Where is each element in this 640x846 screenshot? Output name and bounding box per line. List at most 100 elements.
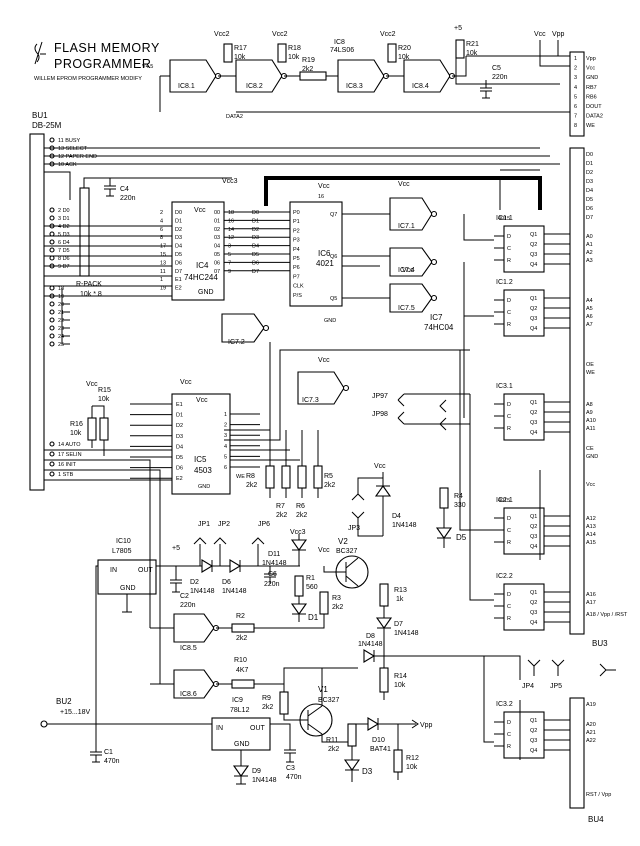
ic5-out-pin: 5 — [224, 454, 227, 460]
resistor — [387, 43, 397, 63]
data2-net-label: DATA2 — [226, 114, 243, 120]
bu3-pin-label: A15 — [586, 540, 596, 546]
bu3-top-pin-num: 7 — [574, 114, 577, 120]
bu1-pin — [49, 441, 55, 447]
bu1-pin — [49, 309, 55, 315]
bu1-pin-label: 21 — [58, 310, 64, 316]
ic4-out-num: 3 — [228, 244, 231, 250]
ic5-in-pin: D4 — [176, 444, 183, 450]
ic4-in-pin: D0 — [175, 210, 182, 216]
jumper-jp3-icon: JP3 — [348, 477, 383, 537]
counter-out-pin: Q4 — [530, 544, 537, 550]
bu1-pin — [49, 341, 55, 347]
ic4-in-num: 2 — [160, 210, 163, 216]
bu1-pin-label: 13 SELECT — [58, 146, 88, 152]
ic10-name: IC10 — [116, 538, 131, 545]
bu3-top-pin-label: RB6 — [586, 94, 597, 100]
counter-in-pin: C — [507, 414, 511, 420]
ic4-in-pin: D5 — [175, 252, 182, 258]
counter-in-pin: C — [507, 246, 511, 252]
svg-text:1N4148: 1N4148 — [358, 641, 383, 648]
counter-out-pin: Q1 — [530, 514, 537, 520]
counter-name: IC2.2 — [496, 573, 513, 580]
resistor-r12: R12 10k — [393, 724, 419, 780]
svg-text:D3: D3 — [362, 767, 373, 776]
jumper-jp6-icon: JP6 — [251, 521, 270, 566]
ic5-out-pin: 1 — [224, 412, 227, 418]
bu1-pin-label: 8 D6 — [58, 256, 70, 262]
bu1-pin-label: 23 — [58, 326, 64, 332]
ic5-out-pin: 2 — [224, 423, 227, 429]
ic4-vcc: Vcc — [194, 207, 206, 214]
bu3-pin-label: A12 — [586, 516, 596, 522]
bu1-pin — [49, 247, 55, 253]
resistor-r14: R14 10k — [379, 667, 407, 693]
ic6-in-pin: P6 — [293, 265, 300, 271]
bu3-pin-label: D0 — [586, 152, 593, 158]
ic4-in-num: 8 — [160, 235, 163, 241]
bu1-pin — [49, 285, 55, 291]
counters: IC1.14015DCRQ1Q2Q3Q4IC1.2DCRQ1Q2Q3Q4IC3.… — [494, 215, 570, 759]
svg-text:Vcc3: Vcc3 — [290, 529, 306, 536]
svg-text:1N4148: 1N4148 — [222, 588, 247, 595]
ic6-in-pin: CLK — [293, 284, 304, 290]
ic4-in-num: 17 — [160, 244, 166, 250]
counter-name: IC3.2 — [496, 701, 513, 708]
ic6-in-pin: P4 — [293, 247, 300, 253]
svg-text:1k: 1k — [396, 596, 404, 603]
ic6-part: 4021 — [316, 259, 334, 268]
bu3-vpp-top: Vpp — [552, 31, 565, 38]
ic4-out-pin: 00 — [214, 210, 220, 216]
svg-text:BU2: BU2 — [56, 697, 72, 706]
ic9-gnd: GND — [234, 741, 250, 748]
svg-text:IC7.4: IC7.4 — [398, 267, 415, 274]
resistor — [313, 465, 323, 489]
ic10-out: OUT — [138, 567, 154, 574]
svg-text:IC8.5: IC8.5 — [180, 645, 197, 652]
svg-text:R3: R3 — [332, 595, 341, 602]
svg-text:1N4148: 1N4148 — [394, 630, 419, 637]
counter-out-pin: Q3 — [530, 316, 537, 322]
ic4-out-pin: 06 — [214, 260, 220, 266]
resistor-r2: R2 2k2 — [231, 613, 255, 642]
diode-d4: D4 1N4148 Vcc — [374, 463, 417, 536]
ic4-gnd: GND — [198, 289, 214, 296]
svg-text:IC7.1: IC7.1 — [398, 223, 415, 230]
svg-text:220n: 220n — [492, 74, 508, 81]
ic4-bus-label: D1 — [252, 218, 259, 224]
bu3-top-pin-num: 3 — [574, 75, 577, 81]
svg-text:Vcc: Vcc — [86, 381, 98, 388]
resistor-value: 10k — [288, 54, 300, 61]
plus5-label-top: +5 — [454, 25, 462, 32]
ic9-part: 78L12 — [230, 707, 250, 714]
counter-in-pin: D — [507, 402, 511, 408]
ic4-in-pin: D7 — [175, 269, 182, 275]
ic6-body — [289, 201, 343, 307]
ic5-in-pin: D3 — [176, 434, 183, 440]
resistor-value: 10k — [234, 54, 246, 61]
resistor-ref: R5 — [324, 473, 333, 480]
resistor — [455, 39, 465, 59]
ic4-part: 74HC244 — [184, 273, 218, 282]
rpack-value: 10k * 8 — [80, 291, 102, 298]
svg-text:1N4148: 1N4148 — [190, 588, 215, 595]
vpp-output: Vpp — [410, 719, 433, 729]
svg-text:220n: 220n — [264, 581, 280, 588]
ic6-out-pin: Q7 — [330, 212, 337, 218]
ic4-in-num: 19 — [160, 286, 166, 292]
resistor-value: 2k2 — [302, 66, 313, 73]
bu1-pin-label: 25 — [58, 342, 64, 348]
ic4-body — [171, 201, 225, 301]
ic4-in-pin: D2 — [175, 227, 182, 233]
svg-text:470n: 470n — [286, 774, 302, 781]
bu4-pin-label: A19 — [586, 702, 596, 708]
counter-body — [503, 711, 545, 759]
counter-out-pin: Q1 — [530, 718, 537, 724]
svg-text:4K7: 4K7 — [236, 667, 249, 674]
counter-name: IC1.2 — [496, 279, 513, 286]
ic4-bus-label: D0 — [252, 210, 259, 216]
counter-out-pin: Q4 — [530, 430, 537, 436]
bu1-pin-label: 20 — [58, 302, 64, 308]
bu3-pin-label: A18 / Vpp / /RST — [586, 612, 628, 618]
